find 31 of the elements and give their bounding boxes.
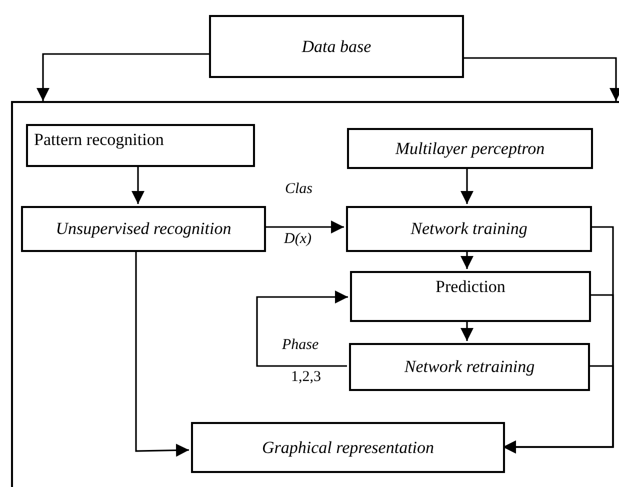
- process-box: [209, 15, 464, 78]
- box-label: Graphical representation: [262, 438, 434, 458]
- process-box: [346, 206, 592, 252]
- annotation-text: Clas: [285, 181, 313, 198]
- process-box: [347, 128, 593, 169]
- arrow: [135, 250, 190, 457]
- process-box: [21, 206, 266, 252]
- arrow: [464, 57, 619, 101]
- arrow: [503, 365, 614, 454]
- process-box: [350, 271, 591, 322]
- arrow: [460, 320, 474, 341]
- process-box: [26, 124, 255, 167]
- arrow: [256, 290, 348, 367]
- box-label: Pattern recognition: [34, 130, 164, 150]
- box-label: Multilayer perceptron: [395, 138, 545, 158]
- process-box: [191, 422, 505, 473]
- annotation-text: Phase: [282, 337, 319, 354]
- box-label: Unsupervised recognition: [56, 219, 232, 239]
- box-frame: [11, 101, 619, 487]
- arrow: [264, 220, 344, 234]
- arrow: [36, 53, 209, 101]
- arrow: [460, 167, 474, 204]
- arrow: [132, 165, 144, 204]
- annotation-text: D(x): [284, 231, 312, 248]
- box-label: Data base: [302, 36, 372, 56]
- box-label: Network retraining: [404, 357, 535, 377]
- annotation-text: 1,2,3: [291, 369, 321, 386]
- process-box: [349, 343, 590, 391]
- box-label: Prediction: [436, 277, 506, 297]
- box-label: Network training: [410, 219, 528, 239]
- arrow: [460, 250, 474, 269]
